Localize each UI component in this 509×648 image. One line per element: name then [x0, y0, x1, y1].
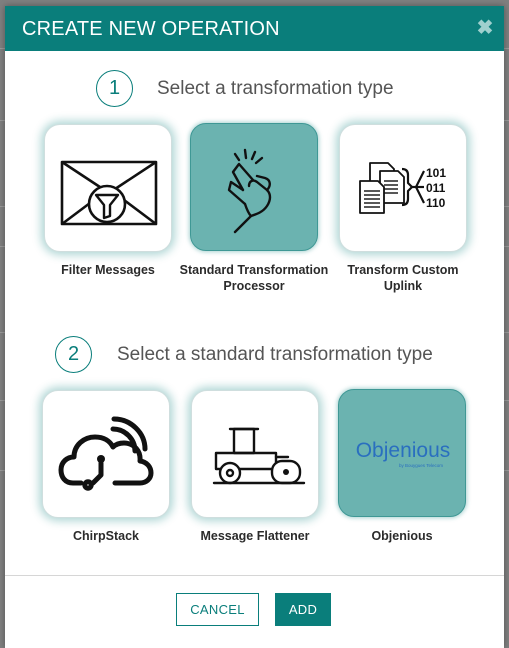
- step-1-title: Select a transformation type: [157, 77, 394, 99]
- logo-subtext: by Bouygues Telecom: [399, 463, 443, 468]
- option-label: Message Flattener: [200, 529, 310, 543]
- step-2-title: Select a standard transformation type: [117, 343, 433, 365]
- option-standard-transformation-processor[interactable]: [190, 123, 318, 251]
- cloud-signal-icon: [58, 416, 154, 491]
- documents-binary-icon: 101 011 110: [359, 162, 446, 214]
- option-label: Standard Transformation Processor: [179, 263, 329, 293]
- close-icon[interactable]: ✖: [476, 17, 494, 39]
- option-objenious[interactable]: Objenious by Bouygues Telecom: [338, 389, 466, 517]
- dialog-title: CREATE NEW OPERATION: [22, 18, 280, 40]
- logo-wordmark: Objenious: [356, 439, 451, 462]
- option-label: ChirpStack: [73, 529, 139, 543]
- option-label: Transform Custom Uplink: [347, 263, 459, 293]
- step-2-heading: 2 Select a standard transformation type: [55, 336, 433, 373]
- option-filter-messages[interactable]: [44, 124, 172, 252]
- option-message-flattener[interactable]: [191, 390, 319, 518]
- dialog-header: CREATE NEW OPERATION ✖: [5, 6, 504, 51]
- option-label: Objenious: [371, 529, 433, 543]
- binary-row: 011: [426, 181, 446, 195]
- option-chirpstack[interactable]: [42, 390, 170, 518]
- binary-row: 101: [426, 166, 446, 180]
- step-number-badge: 1: [96, 70, 133, 107]
- footer-divider: [5, 575, 504, 576]
- create-operation-dialog: CREATE NEW OPERATION ✖ 1 Select a transf…: [5, 6, 504, 648]
- binary-row: 110: [426, 196, 446, 210]
- step-number-badge: 2: [55, 336, 92, 373]
- envelope-filter-icon: [60, 160, 158, 226]
- cancel-button[interactable]: CANCEL: [176, 593, 259, 626]
- objenious-logo: Objenious by Bouygues Telecom: [356, 439, 451, 468]
- option-transform-custom-uplink[interactable]: 101 011 110: [339, 124, 467, 252]
- hand-tap-icon: [227, 148, 272, 234]
- option-label: Filter Messages: [61, 263, 155, 277]
- road-roller-icon: [212, 427, 306, 485]
- add-button[interactable]: ADD: [275, 593, 331, 626]
- step-1-heading: 1 Select a transformation type: [96, 70, 394, 107]
